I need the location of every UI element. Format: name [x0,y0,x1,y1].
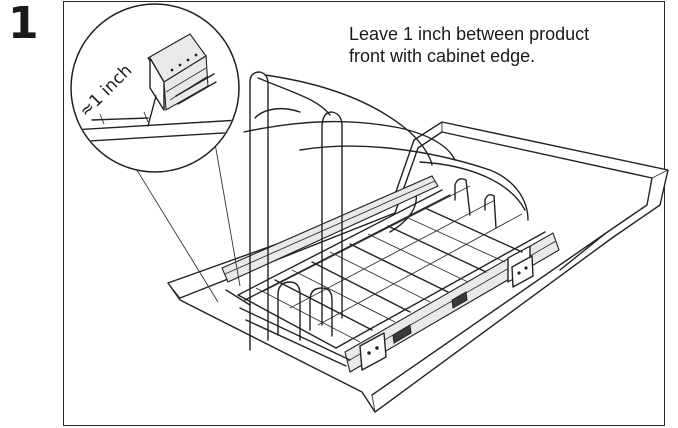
instruction-line-1: Leave 1 inch between product [349,24,590,44]
wire-basket [221,71,560,373]
rail-bracket-rear [511,255,534,288]
rail-bracket-front [359,332,387,371]
instruction-text: Leave 1 inch between product front with … [349,23,669,67]
left-slide-rail [221,175,439,283]
instruction-line-2: front with cabinet edge. [349,46,536,66]
step-number: 1 [8,0,39,49]
detail-callout: ≈1 inch [70,3,241,303]
step-frame [63,1,665,426]
